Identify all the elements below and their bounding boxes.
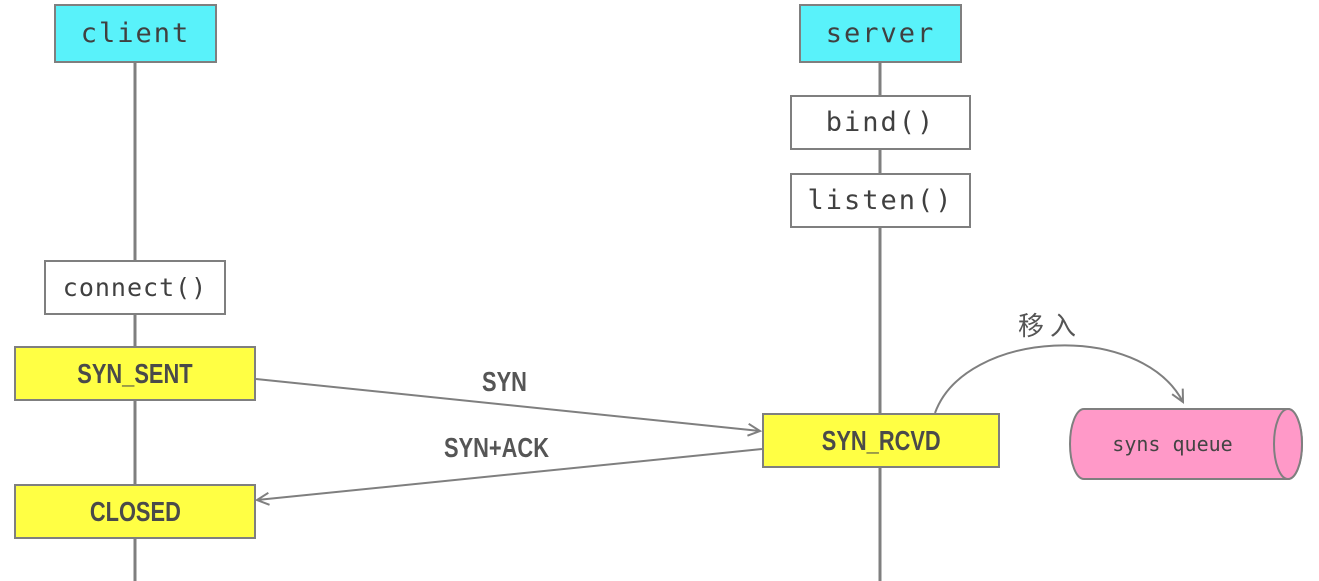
server-header: server (799, 4, 962, 63)
syns-queue-label: syns queue (1112, 432, 1233, 456)
listen-label: listen() (807, 185, 954, 216)
bind-call-box: bind() (790, 95, 971, 150)
bind-label: bind() (825, 107, 936, 138)
move-in-arrow (934, 344, 1183, 414)
syn-ack-arrow (257, 448, 763, 500)
server-title: server (825, 18, 936, 49)
syn-rcvd-label: SYN_RCVD (821, 424, 941, 456)
client-title: client (80, 18, 191, 49)
closed-label: CLOSED (89, 495, 181, 527)
syn-message-label: SYN (482, 366, 527, 397)
syn-rcvd-state: SYN_RCVD (762, 413, 1000, 468)
syn-ack-message-label: SYN+ACK (444, 432, 549, 463)
client-header: client (54, 4, 217, 63)
syn-sent-label: SYN_SENT (77, 357, 193, 389)
connect-label: connect() (62, 273, 208, 302)
listen-call-box: listen() (790, 173, 971, 228)
connect-call-box: connect() (44, 260, 226, 315)
syn-sent-state: SYN_SENT (14, 346, 256, 401)
closed-state: CLOSED (14, 484, 256, 539)
move-in-label: 移入 (1018, 312, 1083, 342)
syn-arrow (255, 378, 760, 431)
syns-queue-cylinder (1069, 408, 1303, 480)
